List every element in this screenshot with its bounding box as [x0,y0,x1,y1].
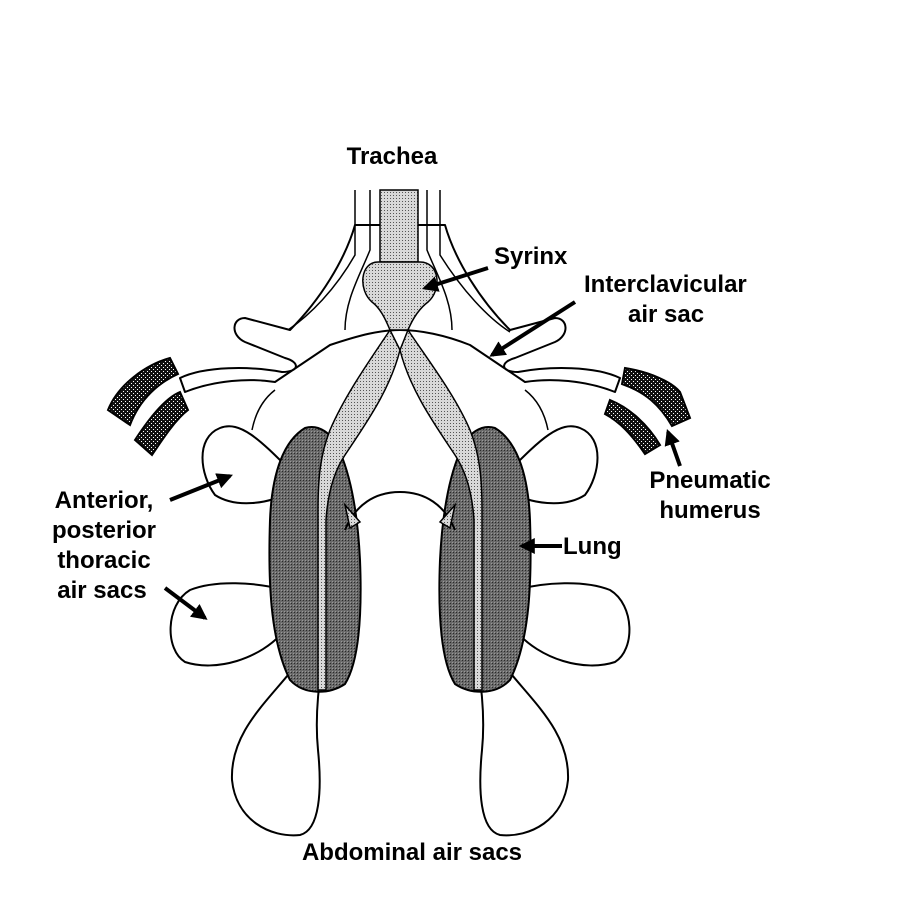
label-thoracic-line2: posterior [52,517,156,544]
pneumatic-humerus-arrow [664,428,682,467]
humerus-right-upper [620,366,692,428]
thoracic-duct-left [251,389,276,431]
label-syrinx: Syrinx [494,243,568,270]
thoracic-air-sac-lower-right [514,582,631,667]
trachea-lumen [379,189,419,263]
label-pneumatic-line1: Pneumatic [649,467,770,494]
bronchus-right [399,328,483,691]
trachea-inner-left [344,190,371,331]
thoracic-air-sac-upper-right [507,425,599,505]
thoracic-arrow-lower [163,586,208,620]
label-thoracic-line4: air sacs [57,577,146,604]
label-thoracic-line1: Anterior, [55,487,154,514]
abdominal-air-sac-right [477,659,570,837]
label-abdominal: Abdominal air sacs [302,839,522,866]
thoracic-duct-right [524,389,549,431]
bronchus-left [317,328,401,691]
label-pneumatic-line2: humerus [659,497,760,524]
label-trachea: Trachea [347,143,438,170]
body-wall [344,490,456,531]
trachea-outline [287,190,356,331]
lung-right [438,426,532,693]
lung-tab-right [438,502,457,530]
humerus-right-lower [603,398,662,456]
abdominal-air-sac-left [230,659,323,837]
syrinx-arrow [421,266,489,292]
label-thoracic-line3: thoracic [57,547,150,574]
label-lung: Lung [563,533,622,560]
humerus-left-lower [133,390,190,457]
trachea-outline-right [439,190,511,333]
thoracic-air-sac-lower-left [169,582,286,667]
label-interclavicular-line2: air sac [628,301,704,328]
lung-left [268,426,362,693]
lung-tab-left [343,502,362,530]
label-interclavicular-line1: Interclavicular [584,271,747,298]
humerus-left-upper [106,356,180,427]
interclavicular-arrow [489,300,577,357]
thoracic-arrow-upper [169,473,233,502]
